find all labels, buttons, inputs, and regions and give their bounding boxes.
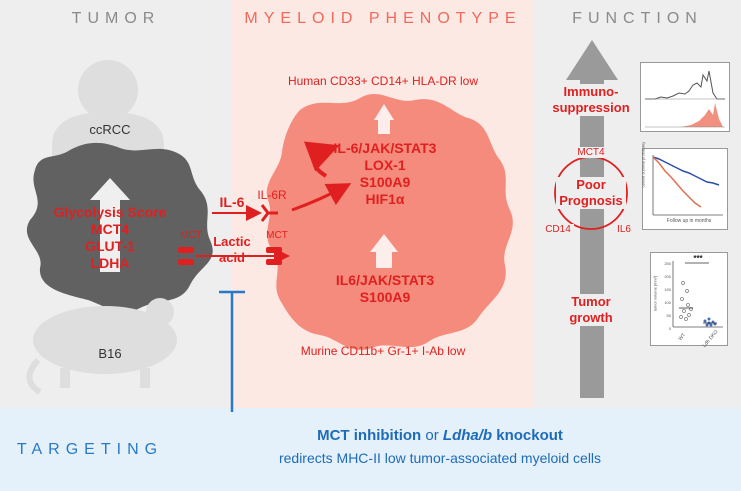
lactic-line1: Lactic — [213, 234, 251, 249]
ytick: 150 — [664, 287, 671, 292]
function-up-arrow-icon — [566, 40, 618, 398]
immunosuppression-histogram — [640, 62, 730, 132]
tumor-up-arrow-icon — [90, 178, 130, 272]
tumor-marker: GLUT-1 — [85, 238, 135, 254]
tumor-marker: Glycolysis Score — [53, 204, 167, 220]
tumor-growth-label: Tumor growth — [556, 294, 626, 326]
knockout-text: knockout — [492, 427, 563, 444]
immuno-line2: suppression — [552, 100, 630, 115]
mouse-label: B16 — [98, 346, 122, 361]
poor-line1: Poor — [576, 177, 606, 192]
myeloid-lower-markers: IL6/JAK/STAT3 S100A9 — [310, 272, 460, 306]
mct-left-transporter-icon — [178, 247, 194, 265]
tumor-volume-ylabel: tumor volume [mm³] — [652, 275, 658, 312]
lactic-acid-label: Lactic acid — [204, 234, 260, 266]
myeloid-upper-arrow-icon — [374, 104, 394, 134]
mouse-silhouette-icon — [26, 298, 177, 395]
survival-curve-plot — [652, 155, 723, 216]
myeloid-marker: S100A9 — [359, 174, 411, 190]
myeloid-marker: S100A9 — [359, 289, 411, 305]
mct-right-transporter-icon — [266, 247, 282, 265]
lactic-line2: acid — [218, 250, 245, 265]
poor-line2: Prognosis — [559, 193, 623, 208]
il6-label: IL-6 — [219, 194, 245, 210]
or-text: or — [421, 427, 443, 444]
mct4-circle-label: MCT4 — [566, 147, 616, 158]
targeting-header: TARGETING — [16, 441, 164, 458]
survival-plot: overall survival probability Follow up i… — [640, 141, 728, 230]
myeloid-header: MYELOID PHENOTYPE — [244, 10, 522, 27]
targeting-panel — [0, 408, 741, 491]
myeloid-marker: IL-6/JAK/STAT3 — [333, 140, 437, 156]
murine-phenotype-label: Murine CD11b+ Gr-1+ I-Ab low — [300, 344, 466, 358]
tumor-volume-yticks: 250 200 150 100 50 0 — [659, 257, 671, 335]
ytick: 200 — [664, 274, 671, 279]
mct-inhibition-text: MCT inhibition — [317, 427, 422, 444]
myeloid-lower-arrow-icon — [370, 234, 398, 268]
tumor-volume-scatter — [672, 261, 723, 328]
immuno-line1: Immuno- — [563, 84, 619, 99]
significance-mark: *** — [693, 254, 703, 263]
ytick: 250 — [664, 261, 671, 266]
il6-receptor-icon — [260, 204, 278, 222]
myeloid-marker: LOX-1 — [364, 157, 406, 173]
targeting-line1: MCT inhibition or Ldha/b knockout — [200, 427, 680, 444]
tumor-header: TUMOR — [71, 10, 161, 27]
tumor-growth-line2: growth — [569, 310, 613, 325]
ldha-text: Ldha/b — [442, 427, 493, 444]
histogram-plot — [645, 70, 725, 128]
ytick: 0 — [668, 326, 671, 331]
ko-points — [703, 317, 717, 327]
ytick: 100 — [664, 300, 671, 305]
tumor-marker: MCT4 — [90, 221, 130, 237]
wt-points — [679, 281, 693, 321]
mct-right-label: MCT — [266, 230, 288, 241]
myeloid-marker: IL6/JAK/STAT3 — [335, 272, 435, 288]
il6r-label: IL-6R — [257, 188, 287, 202]
tumor-markers: Glycolysis Score MCT4 GLUT-1 LDHA — [30, 204, 190, 272]
human-phenotype-label: Human CD33+ CD14+ HLA-DR low — [287, 74, 479, 88]
function-header: FUNCTION — [572, 10, 703, 27]
cd14-circle-label: CD14 — [542, 224, 574, 235]
immunosuppression-label: Immuno- suppression — [548, 84, 634, 116]
autocrine-loop-arrow-icon — [303, 141, 340, 178]
targeting-line2: redirects MHC-II low tumor-associated my… — [278, 450, 602, 466]
myeloid-marker: HIF1α — [365, 191, 405, 207]
mct-left-label: MCT — [180, 230, 202, 241]
tumor-volume-plot: *** 250 200 150 100 50 0 tumor volume [m… — [650, 252, 728, 349]
il6r-signal-arrow-icon — [291, 183, 352, 212]
il6-circle-label: IL6 — [612, 224, 636, 235]
ytick: 50 — [666, 313, 671, 318]
poor-prognosis-label: Poor Prognosis — [556, 177, 626, 209]
survival-xlabel: Follow up in months — [666, 218, 712, 224]
survival-ylabel: overall survival probability — [640, 141, 646, 188]
myeloid-upper-markers: IL-6/JAK/STAT3 LOX-1 S100A9 HIF1α — [310, 140, 460, 208]
tumor-growth-line1: Tumor — [571, 294, 611, 309]
tumor-marker: LDHA — [90, 255, 130, 271]
human-label: ccRCC — [89, 122, 131, 137]
